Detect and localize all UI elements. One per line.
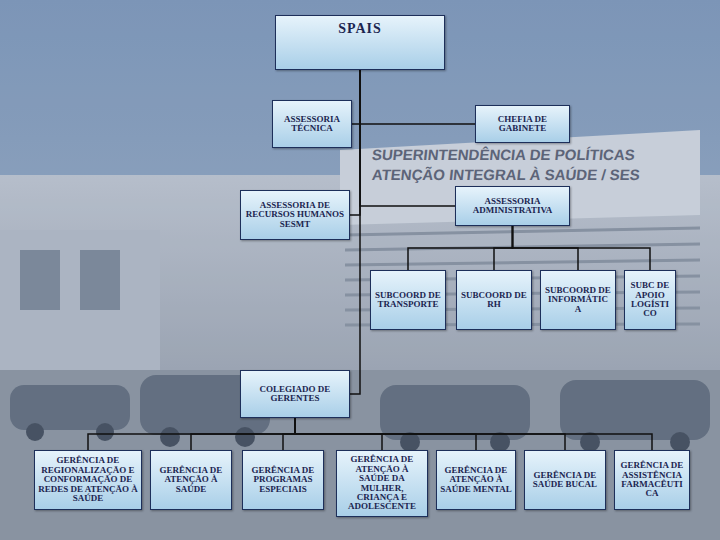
- box-label: SPAIS: [279, 22, 441, 37]
- org-box: ASSESSORIA DE RECURSOS HUMANOS SESMT: [240, 190, 350, 240]
- building-sign-text: SUPERINTENDÊNCIA DE POLÍTICAS: [371, 146, 636, 163]
- box-label: ASSESSORIA TÉCNICA: [276, 115, 348, 134]
- org-box: CHEFIA DE GABINETE: [475, 105, 570, 143]
- org-box: GERÊNCIA DE SAÚDE BUCAL: [524, 450, 606, 510]
- org-box: COLEGIADO DE GERENTES: [240, 370, 350, 418]
- org-box: GERÊNCIA DE ATENÇÃO À SAÚDE DA MULHER, C…: [336, 450, 428, 517]
- org-connector: [408, 226, 513, 270]
- org-connector: [295, 418, 652, 450]
- box-label: GERÊNCIA DE SAÚDE BUCAL: [528, 471, 602, 490]
- org-connector: [360, 70, 455, 206]
- org-connector: [352, 70, 360, 124]
- box-label: GERÊNCIA DE ASSISTÊNCIA FARMACÊUTI CA: [618, 461, 686, 499]
- box-label: SUBCOORD DE TRANSPORTE: [374, 291, 442, 310]
- org-box: GERÊNCIA DE REGIONALIZAÇÃO E CONFORMAÇÃO…: [34, 450, 142, 510]
- org-box: GERÊNCIA DE ATENÇÃO À SAÚDE MENTAL: [436, 450, 516, 510]
- box-label: ASSESSORIA DE RECURSOS HUMANOS SESMT: [244, 201, 346, 229]
- box-label: ASSESSORIA ADMINISTRATIVA: [459, 197, 566, 216]
- org-box: GERÊNCIA DE PROGRAMAS ESPECIAIS: [242, 450, 324, 510]
- org-connector: [360, 70, 475, 124]
- org-box: ASSESSORIA TÉCNICA: [272, 100, 352, 148]
- org-box: SPAIS: [275, 15, 445, 70]
- box-label: SUBCOORD DE INFORMÁTIC A: [544, 286, 612, 314]
- org-box: ASSESSORIA ADMINISTRATIVA: [455, 186, 570, 226]
- building-sign-text: ATENÇÃO INTEGRAL À SAÚDE / SES: [371, 166, 641, 183]
- box-label: SUBCOORD DE RH: [460, 291, 528, 310]
- box-label: SUBC DE APOIO LOGÍSTI CO: [628, 281, 672, 319]
- org-connector: [494, 226, 513, 270]
- org-connector: [88, 418, 295, 450]
- box-label: GERÊNCIA DE ATENÇÃO À SAÚDE: [154, 466, 228, 494]
- org-connector: [283, 418, 295, 450]
- org-box: GERÊNCIA DE ATENÇÃO À SAÚDE: [150, 450, 232, 510]
- org-connector: [191, 418, 295, 450]
- box-label: GERÊNCIA DE ATENÇÃO À SAÚDE MENTAL: [440, 466, 512, 494]
- box-label: GERÊNCIA DE ATENÇÃO À SAÚDE DA MULHER, C…: [340, 455, 424, 512]
- org-box: GERÊNCIA DE ASSISTÊNCIA FARMACÊUTI CA: [614, 450, 690, 510]
- org-connector: [513, 226, 651, 270]
- box-label: GERÊNCIA DE REGIONALIZAÇÃO E CONFORMAÇÃO…: [38, 456, 138, 503]
- box-label: COLEGIADO DE GERENTES: [244, 385, 346, 404]
- box-label: CHEFIA DE GABINETE: [479, 115, 566, 134]
- org-box: SUBC DE APOIO LOGÍSTI CO: [624, 270, 676, 330]
- box-label: GERÊNCIA DE PROGRAMAS ESPECIAIS: [246, 466, 320, 494]
- org-box: SUBCOORD DE RH: [456, 270, 532, 330]
- org-box: SUBCOORD DE TRANSPORTE: [370, 270, 446, 330]
- org-box: SUBCOORD DE INFORMÁTIC A: [540, 270, 616, 330]
